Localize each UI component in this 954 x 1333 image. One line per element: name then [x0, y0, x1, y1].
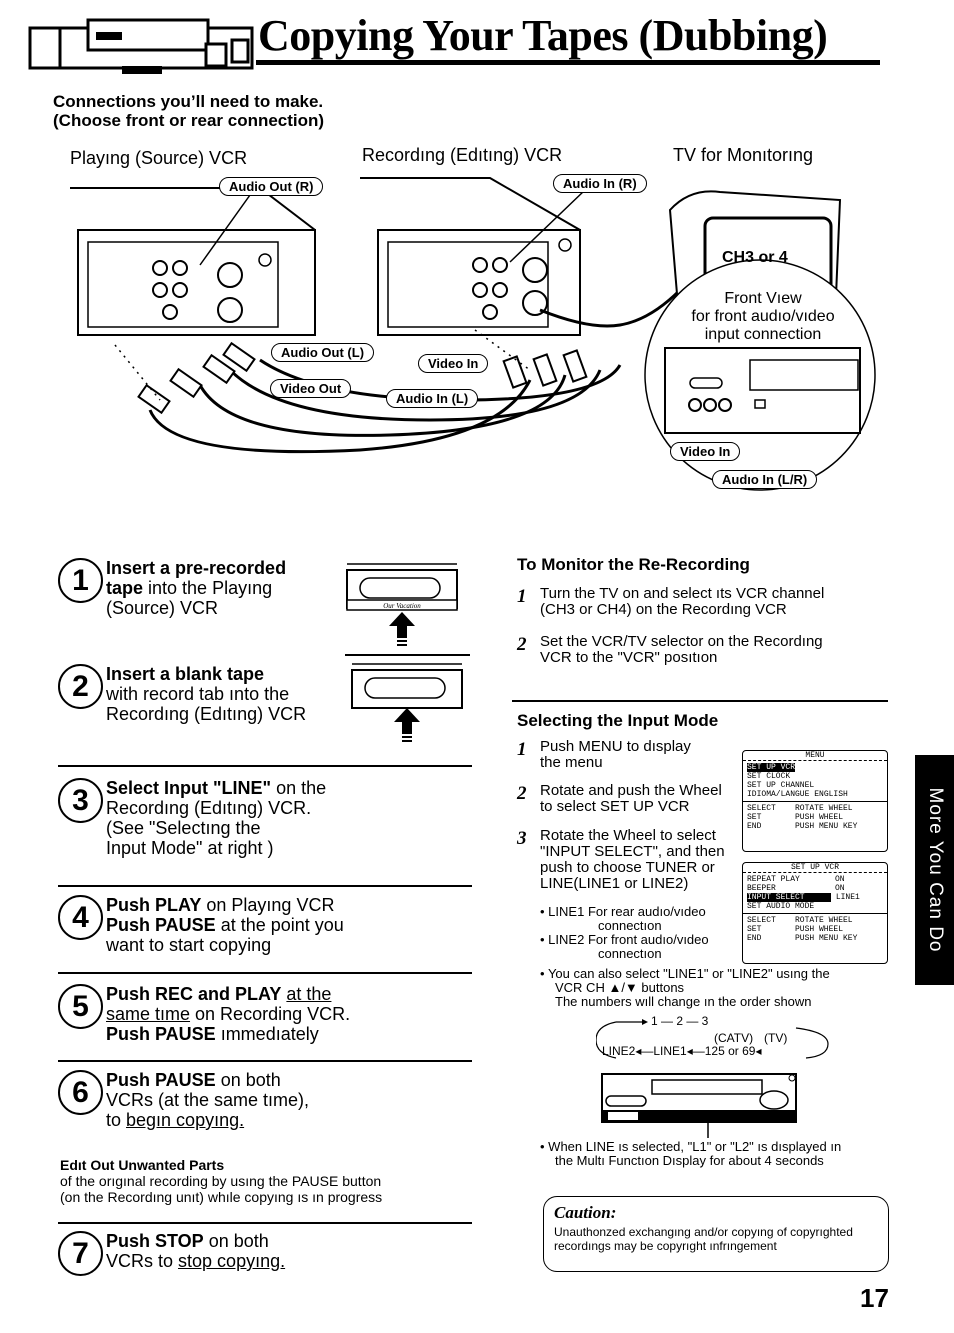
video-in-label: Video In	[418, 354, 489, 373]
step-number: 1	[58, 558, 103, 603]
input-mode-item-3: 3 Rotate the Wheel to select"INPUT SELEC…	[517, 827, 725, 892]
page-number: 17	[860, 1283, 889, 1313]
title-rule	[256, 60, 880, 65]
front-audio-in-label: Audıo In (L/R)	[712, 470, 818, 489]
vcr-front-panel-icon	[601, 1073, 797, 1138]
audio-in-l-label: Audio In (L)	[386, 389, 479, 408]
audio-out-l-label: Audio Out (L)	[271, 343, 375, 362]
input-mode-heading: Selecting the Input Mode	[517, 711, 719, 730]
blank-cassette-insert-icon	[351, 663, 463, 742]
monitor-heading: To Monitor the Re-Recording	[517, 555, 750, 574]
menu-screen-main: MENU SET UP VCR SET CLOCK SET UP CHANNEL…	[742, 750, 888, 852]
monitor-item-1: 1 Turn the TV on and select ıts VCR chan…	[517, 585, 825, 618]
connections-heading: Connections you’ll need to make. (Choose…	[53, 92, 325, 130]
recording-vcr-label: Recordıng (Edıtıng) VCR	[362, 145, 563, 165]
line-display-note: • When LINE ıs selected, "L1" or "L2" ıs…	[540, 1139, 842, 1168]
tv-label: TV for Monıtorıng	[673, 145, 814, 165]
playing-vcr-label: Playıng (Source) VCR	[70, 148, 248, 168]
edit-out-section: Edıt Out Unwanted Parts of the orıgınal …	[60, 1157, 383, 1205]
cassette-label: Our Vacation	[383, 602, 421, 610]
video-out-label: Video Out	[270, 379, 352, 398]
caution-box: Caution: Unauthonzed exchangıng and/or c…	[543, 1196, 889, 1272]
tv-channel-label: CH3 or 4	[722, 249, 788, 266]
channel-sequence: 1 — 2 — 3 (CATV) (TV) LINE2◂—LINE1◂—125 …	[596, 1014, 834, 1064]
front-view-caption: Front Vıew for front audıo/vıdeo input c…	[691, 290, 835, 343]
recording-vcr-illustration	[360, 177, 682, 336]
monitor-item-2: 2 Set the VCR/TV selector on the Recordı…	[517, 633, 823, 666]
connection-diagram	[70, 177, 876, 491]
front-view-magnifier	[644, 259, 876, 491]
section-side-tab: More You Can Do	[915, 755, 954, 985]
page-title: Copying Your Tapes (Dubbing)	[258, 11, 828, 60]
line-bullets: • LINE1 For rear audıo/vıdeo connectıon …	[540, 904, 709, 961]
cable-plugs	[137, 341, 588, 415]
vcr-logo-icon	[28, 18, 254, 74]
ch-note: • You can also select "LINE1" or "LINE2"…	[540, 966, 830, 1009]
audio-in-r-label: Audio In (R)	[553, 174, 647, 193]
cassette-insert-icon: Our Vacation	[346, 563, 458, 646]
front-video-in-label: Video In	[670, 442, 741, 461]
playing-vcr-illustration	[70, 187, 316, 336]
audio-out-r-label: Audio Out (R)	[219, 177, 324, 196]
